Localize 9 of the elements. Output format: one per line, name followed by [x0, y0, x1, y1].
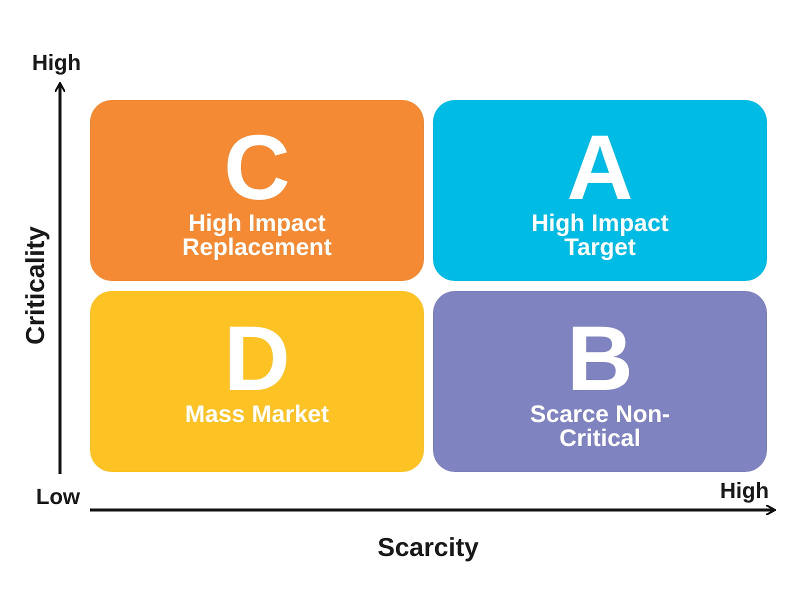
axis-end-label: High — [720, 478, 769, 504]
axis-title: Criticality — [19, 226, 50, 344]
axis-title: Scarcity — [378, 532, 479, 563]
quadrant-card — [433, 291, 767, 472]
quadrant-card — [90, 100, 424, 281]
quadrant-card — [433, 100, 767, 281]
axis-end-label: Low — [36, 484, 80, 510]
quadrant-card — [90, 291, 424, 472]
axis-end-label: High — [32, 50, 81, 76]
